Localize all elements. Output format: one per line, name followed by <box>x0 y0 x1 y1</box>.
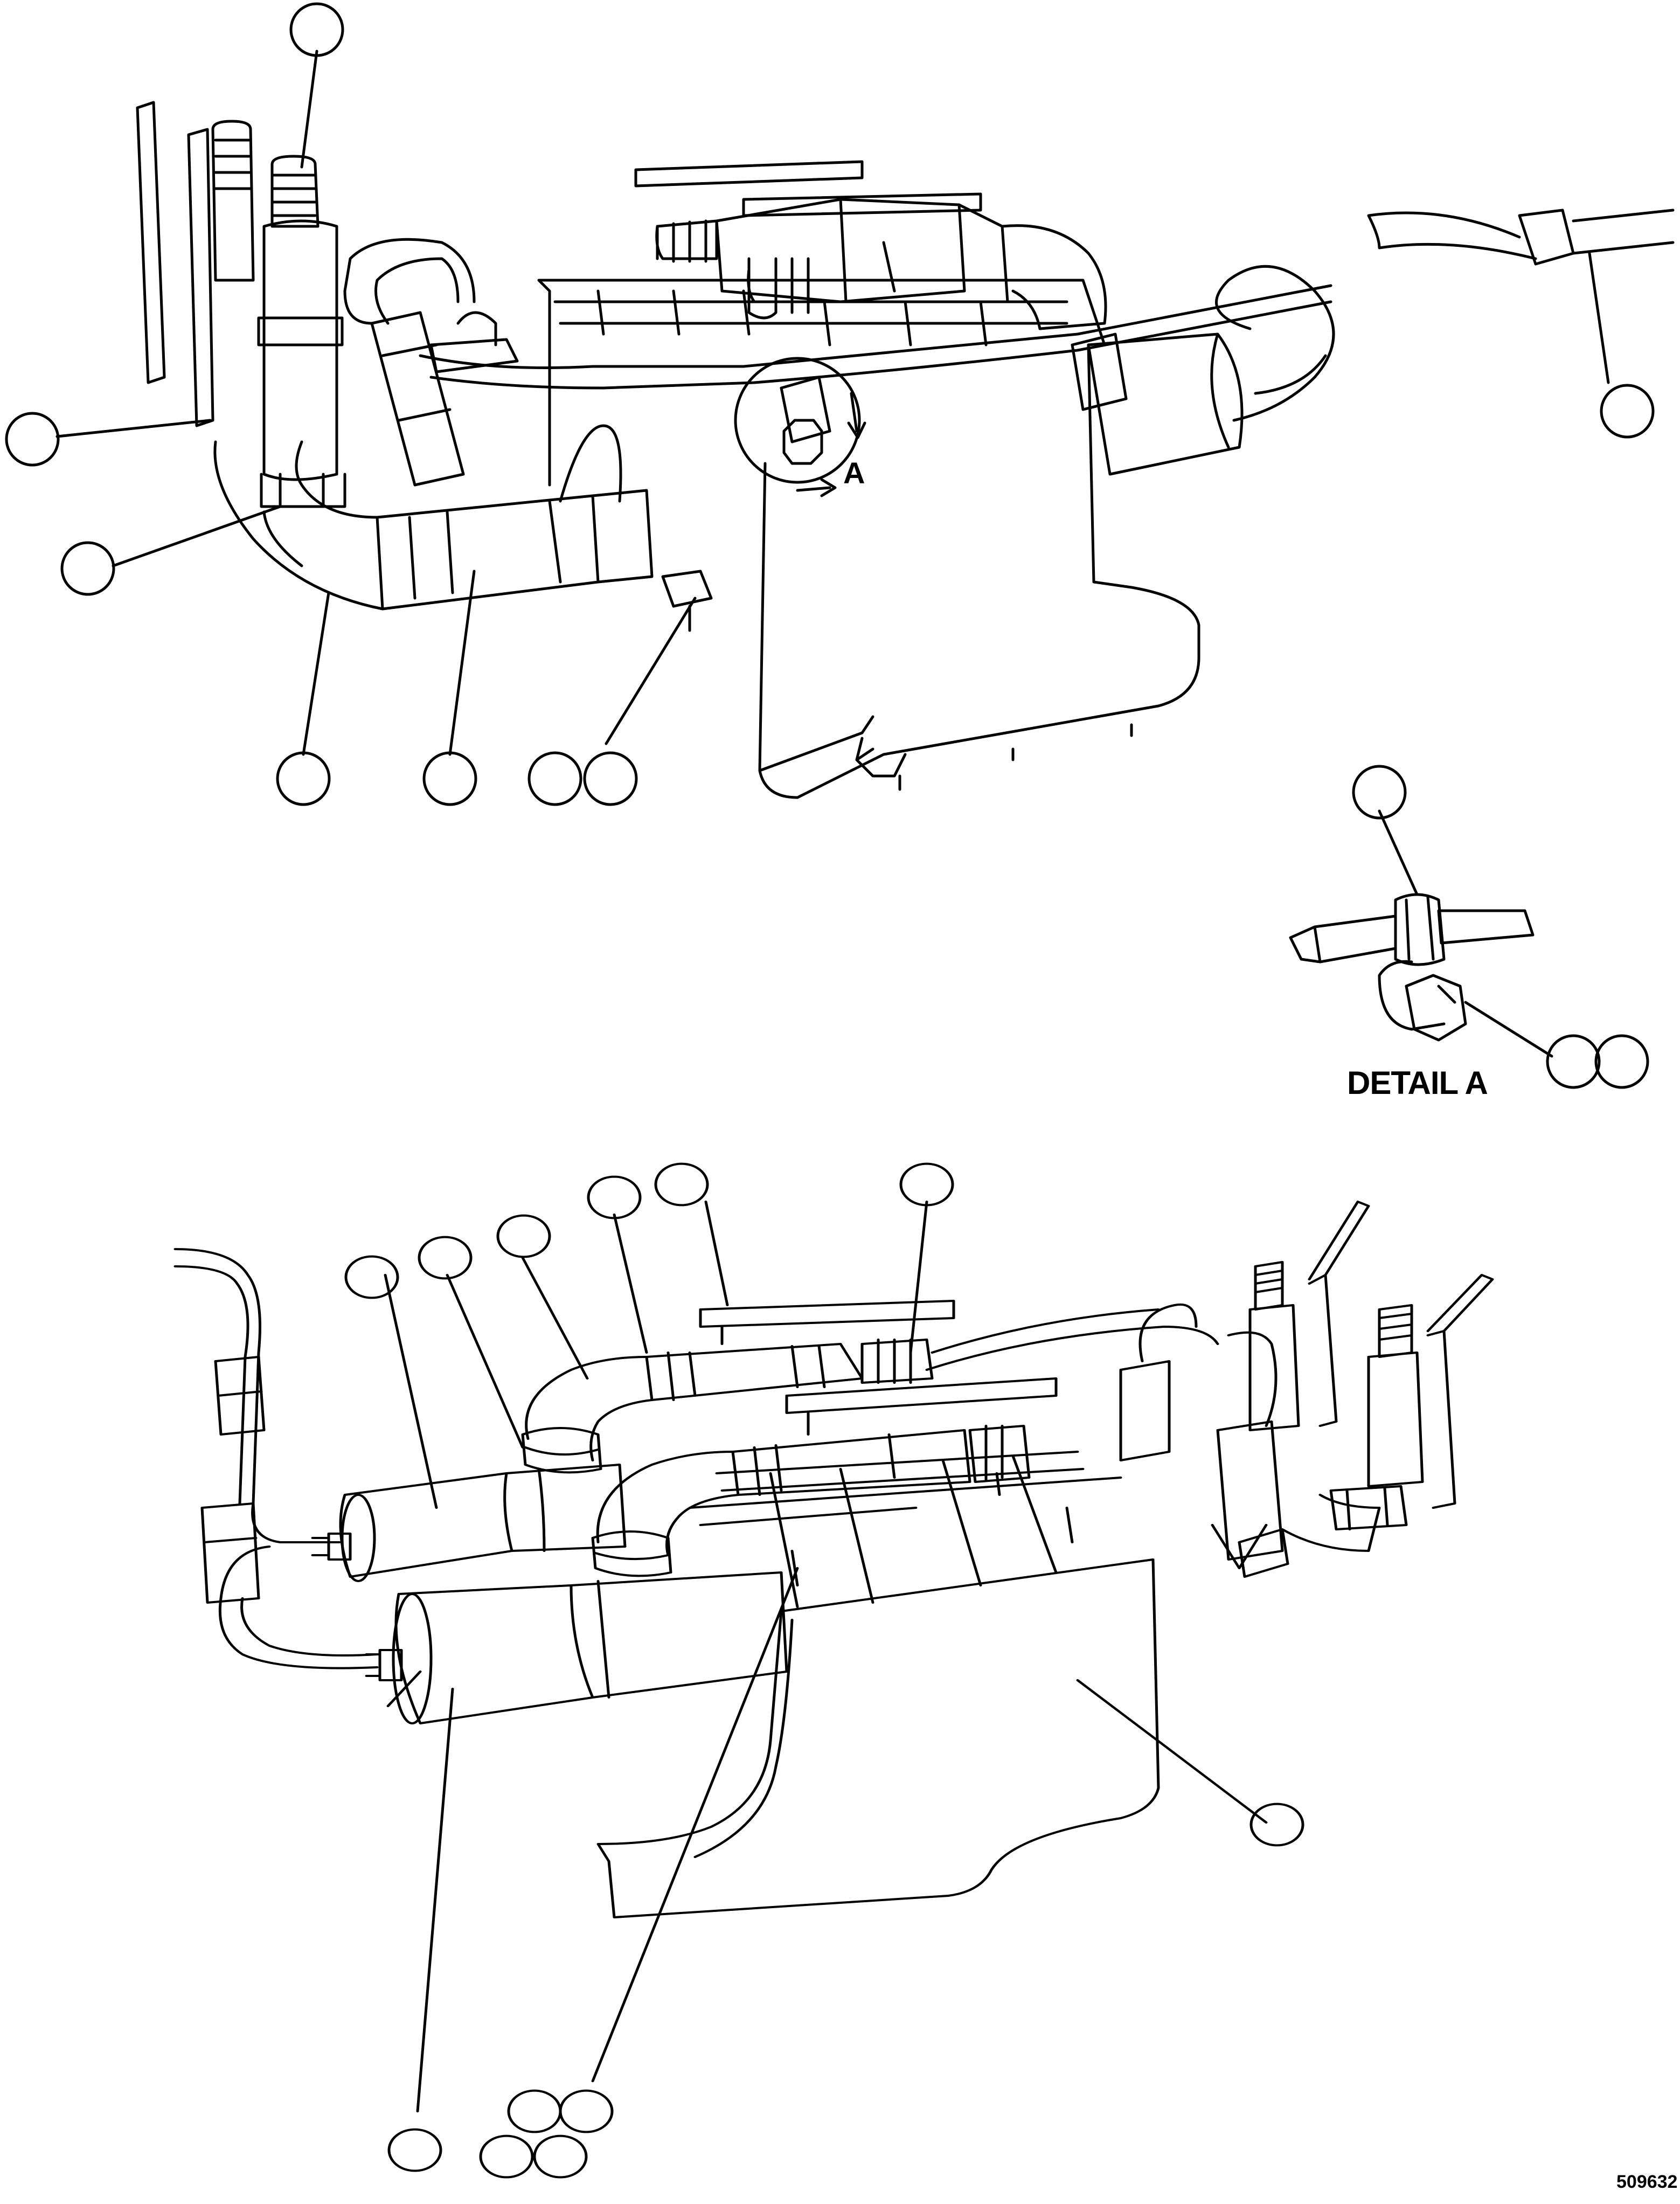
callout-balloon-bottom-9 <box>479 2134 534 2179</box>
upper-bracket-clamp <box>780 332 1128 443</box>
callout-balloon-bottom-7 <box>507 2089 562 2133</box>
callout-balloon-detail-2 <box>1546 1034 1601 1089</box>
bottom-right-fitting-b-body <box>1367 1274 1494 1509</box>
bottom-right-fitting-a-body <box>1248 1201 1370 1432</box>
lower-pipe-cap <box>559 424 622 503</box>
callout-balloon-bottom-10 <box>533 2134 588 2179</box>
top-assembly <box>5 2 1675 806</box>
left-hose-barb-front <box>270 155 320 228</box>
bottom-upper-elbow-collar <box>521 1427 602 1474</box>
detail-a-leaders <box>1378 809 1553 1058</box>
top-bracket-studs <box>898 723 1133 791</box>
detail-a-indicator <box>734 357 866 497</box>
bottom-upper-elbow <box>525 1356 654 1462</box>
bottom-mounting-bracket <box>596 1558 1160 1919</box>
callout-balloon-detail-3 <box>1594 1034 1649 1089</box>
bottom-right-elbow <box>1238 1494 1381 1578</box>
upper-fitting-barb-right <box>747 257 810 320</box>
bottom-flat-plates <box>699 1300 1058 1436</box>
bottom-right-fitting-a <box>1254 1261 1284 1311</box>
bottom-filter-lower <box>394 1571 788 1725</box>
bottom-right-nut <box>1329 1485 1408 1531</box>
callout-balloon-bottom-2 <box>899 1162 954 1207</box>
detail-a-view <box>1289 765 1649 1089</box>
bottom-lower-pipe <box>731 1429 971 1496</box>
upper-right-elbow <box>1001 224 1107 330</box>
right-hose <box>1215 211 1537 422</box>
bottom-filter-upper <box>339 1464 627 1578</box>
bottom-upper-coupling <box>860 1339 934 1384</box>
callout-balloon-bottom-8 <box>559 2089 614 2133</box>
upper-fitting-barb-left <box>656 219 707 263</box>
callout-balloon-bottom-4 <box>496 1214 551 1258</box>
callout-balloon-bottom-1 <box>654 1162 709 1207</box>
detail-a-title: DETAIL A <box>1347 1065 1488 1101</box>
callout-balloon-top-1 <box>289 2 344 57</box>
bottom-filter-upper-fitting <box>311 1533 352 1561</box>
left-mounting-plate <box>136 101 214 427</box>
detail-a-clamp <box>1394 893 1446 966</box>
detail-a-clamp-tab <box>1378 960 1446 1031</box>
detail-a-arrow-2 <box>796 478 837 497</box>
detail-a-arrow-1 <box>847 392 866 439</box>
right-filter <box>1087 332 1244 476</box>
bottom-lower-coupling <box>968 1425 1031 1484</box>
bottom-hose-sleeve-2 <box>200 1502 260 1604</box>
callout-balloon-bottom-5 <box>418 1236 473 1280</box>
bottom-filter-upper-cap <box>341 1494 376 1583</box>
right-hose-end-fitting <box>1518 209 1675 266</box>
bottom-lower-elbow-collar <box>591 1530 672 1577</box>
callout-balloon-bottom-12 <box>1249 1803 1304 1847</box>
callout-balloon-top-4 <box>276 751 331 806</box>
bottom-callout-leaders <box>384 1201 1268 2113</box>
callout-balloon-top-7 <box>583 751 638 806</box>
bottom-filter-lower-fitting <box>365 1649 403 1682</box>
top-bracket-rails <box>553 289 1068 346</box>
top-callout-leaders <box>55 50 1610 756</box>
callout-balloon-top-5 <box>422 751 477 806</box>
detail-a-circle <box>734 357 861 484</box>
detail-a-hose <box>1289 909 1535 964</box>
callout-balloon-bottom-3 <box>587 1175 642 1219</box>
callout-balloon-top-6 <box>527 751 582 806</box>
left-fitting-nut <box>260 473 346 508</box>
bottom-bracket-rails <box>688 1451 1122 1609</box>
detail-a-bolt <box>782 419 823 465</box>
callout-balloon-top-8 <box>1600 384 1655 439</box>
detail-a-view-letter: A <box>843 456 865 490</box>
detail-a-hex-bolt <box>1405 974 1467 1042</box>
callout-balloon-detail-1 <box>1352 765 1407 820</box>
bottom-upper-pipe <box>645 1343 864 1402</box>
bottom-right-vertical-fitting <box>1119 1360 1284 1570</box>
upper-coupler <box>429 311 519 373</box>
callout-balloon-top-2 <box>5 412 60 467</box>
bottom-bracket-studs <box>790 1472 1074 1587</box>
bottom-right-hose <box>925 1303 1278 1427</box>
left-elbow <box>213 440 384 611</box>
top-mounting-bracket <box>537 279 1200 799</box>
bottom-hose-sleeve-1 <box>214 1356 266 1436</box>
callout-balloon-top-3 <box>60 541 115 596</box>
drawing-number: 509632 <box>1616 2172 1678 2192</box>
bottom-assembly <box>173 1162 1494 2179</box>
upper-loop-hose <box>343 238 1332 390</box>
left-fitting-body <box>257 219 344 481</box>
top-bolt-fitting <box>661 570 713 632</box>
callout-balloon-bottom-6 <box>344 1255 399 1299</box>
upper-hose-sleeve <box>370 311 465 487</box>
lower-main-pipe <box>376 489 654 611</box>
bottom-right-fitting-b <box>1378 1304 1413 1359</box>
bottom-left-hose <box>173 1248 379 1669</box>
left-hose-barb-rear <box>211 120 255 282</box>
bottom-lower-elbow <box>596 1451 740 1557</box>
top-bracket-foot <box>855 737 907 778</box>
bottom-filter-lower-cap <box>392 1593 433 1725</box>
callout-balloon-bottom-11 <box>387 2128 442 2172</box>
upper-flat-plate <box>634 160 982 217</box>
